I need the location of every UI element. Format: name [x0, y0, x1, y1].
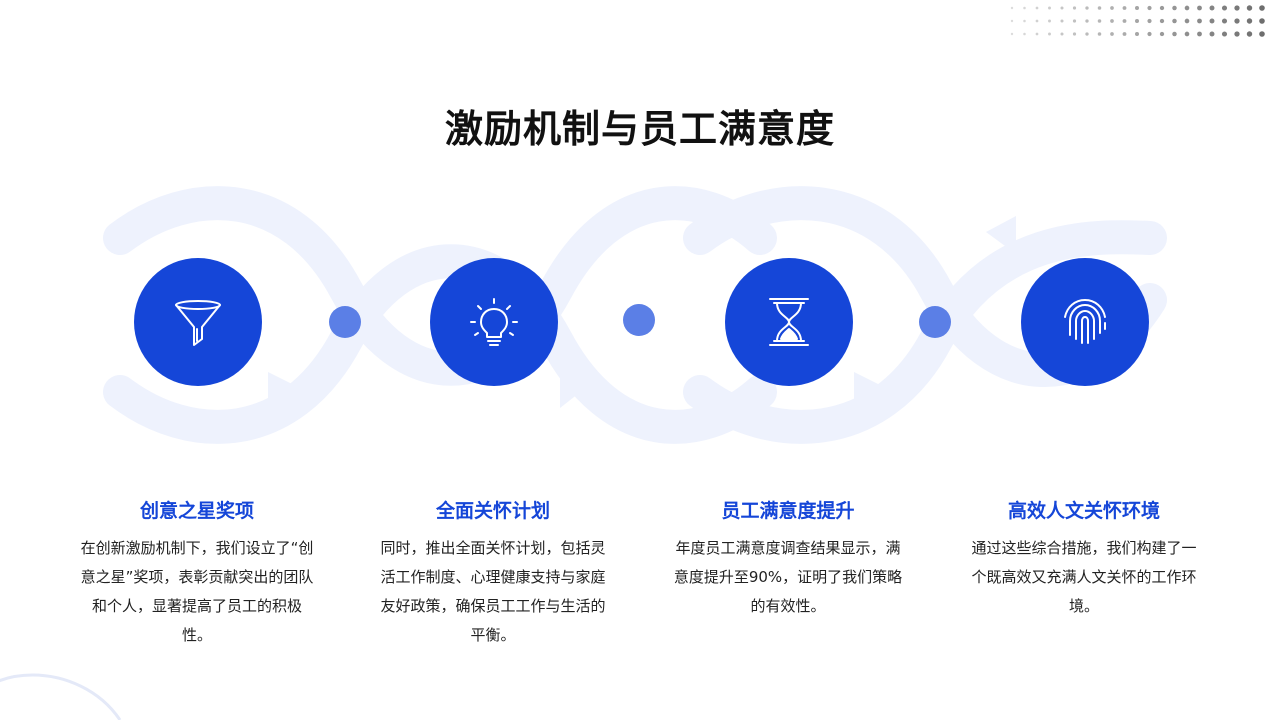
grid-dot: [1234, 31, 1240, 37]
grid-dot: [1209, 31, 1215, 37]
step-2-description: 同时，推出全面关怀计划，包括灵活工作制度、心理健康支持与家庭友好政策，确保员工工…: [380, 539, 606, 644]
grid-dot: [1122, 6, 1127, 10]
grid-dot: [1246, 31, 1253, 37]
wave-arrow-icon: [986, 216, 1016, 254]
grid-dot: [1097, 6, 1102, 10]
grid-dot: [1159, 18, 1165, 24]
grid-dot: [1072, 19, 1077, 23]
grid-dot: [1135, 6, 1139, 10]
connector-dot: [329, 306, 361, 338]
grid-dot: [1048, 32, 1051, 36]
grid-dot: [1060, 32, 1064, 36]
grid-dot: [1159, 31, 1165, 37]
grid-dot: [1085, 32, 1089, 36]
grid-dot: [1221, 18, 1228, 24]
grid-dot: [1184, 31, 1190, 37]
grid-dot: [1010, 32, 1014, 36]
wave-arrow-icon: [268, 372, 296, 408]
grid-dot: [1085, 6, 1089, 10]
grid-dot: [1023, 32, 1026, 36]
grid-dot: [1259, 18, 1265, 24]
grid-dot: [1221, 5, 1228, 11]
page-title: 激励机制与员工满意度: [444, 107, 835, 151]
grid-dot: [1060, 6, 1064, 10]
grid-dot: [1221, 31, 1228, 37]
grid-dot: [1234, 5, 1240, 11]
grid-dot: [1072, 32, 1077, 36]
grid-dot: [1197, 5, 1202, 11]
fingerprint-icon: [1064, 298, 1106, 344]
grid-dot: [1110, 19, 1114, 23]
grid-dot: [1147, 5, 1152, 11]
step-3-circle: [725, 258, 853, 386]
grid-dot: [1122, 32, 1127, 36]
grid-dot: [1147, 18, 1152, 24]
grid-dot: [1246, 5, 1253, 11]
grid-dot: [1234, 18, 1240, 24]
grid-dot: [1035, 19, 1039, 23]
grid-dot: [1110, 6, 1114, 10]
step-2-circle: [430, 258, 558, 386]
grid-dot: [1072, 6, 1077, 10]
grid-dot: [1010, 19, 1014, 23]
grid-dot: [1122, 19, 1127, 23]
grid-dot: [1110, 32, 1114, 36]
grid-dot: [1048, 6, 1051, 10]
grid-dot: [1147, 31, 1152, 37]
step-1-title: 创意之星奖项: [139, 500, 254, 522]
grid-dot: [1135, 19, 1139, 23]
step-4-description: 通过这些综合措施，我们构建了一个既高效又充满人文关怀的工作环境。: [971, 539, 1197, 615]
grid-dot: [1159, 5, 1165, 11]
grid-dot: [1197, 31, 1202, 37]
step-4-title: 高效人文关怀环境: [1007, 500, 1160, 522]
wave-arrow-icon: [560, 372, 588, 408]
grid-dot: [1172, 18, 1177, 24]
lightbulb-icon: [470, 298, 518, 346]
grid-dot: [1097, 19, 1102, 23]
grid-dot: [1259, 5, 1265, 11]
grid-dot: [1060, 19, 1064, 23]
step-2-title: 全面关怀计划: [435, 500, 550, 522]
grid-dot: [1035, 6, 1039, 10]
grid-dot: [1010, 6, 1014, 10]
step-1-circle: [134, 258, 262, 386]
grid-dot: [1048, 19, 1051, 23]
connector-dot: [919, 306, 951, 338]
grid-dot: [1209, 5, 1215, 11]
grid-dot: [1023, 6, 1026, 10]
grid-dot: [1197, 18, 1202, 24]
step-3-description: 年度员工满意度调查结果显示，满意度提升至90%，证明了我们策略的有效性。: [673, 539, 903, 615]
grid-dot: [1259, 31, 1265, 37]
grid-dot: [1246, 18, 1253, 24]
step-4-circle: [1021, 258, 1149, 386]
grid-dot: [1097, 32, 1102, 36]
grid-dot: [1184, 5, 1190, 11]
grid-dot: [1184, 18, 1190, 24]
corner-arc-decoration: [0, 673, 122, 720]
wave-arrow-icon: [854, 372, 882, 408]
connector-dot: [623, 304, 655, 336]
grid-dot: [1172, 31, 1177, 37]
dot-grid-decoration: [1010, 5, 1265, 37]
hourglass-icon: [769, 298, 809, 346]
grid-dot: [1172, 5, 1177, 11]
step-1-description: 在创新激励机制下，我们设立了“创意之星”奖项，表彰贡献突出的团队和个人，显著提高…: [80, 539, 314, 644]
grid-dot: [1135, 32, 1139, 36]
grid-dot: [1209, 18, 1215, 24]
step-3-title: 员工满意度提升: [721, 500, 855, 522]
grid-dot: [1023, 19, 1026, 23]
funnel-icon: [175, 300, 221, 346]
grid-dot: [1085, 19, 1089, 23]
grid-dot: [1035, 32, 1039, 36]
